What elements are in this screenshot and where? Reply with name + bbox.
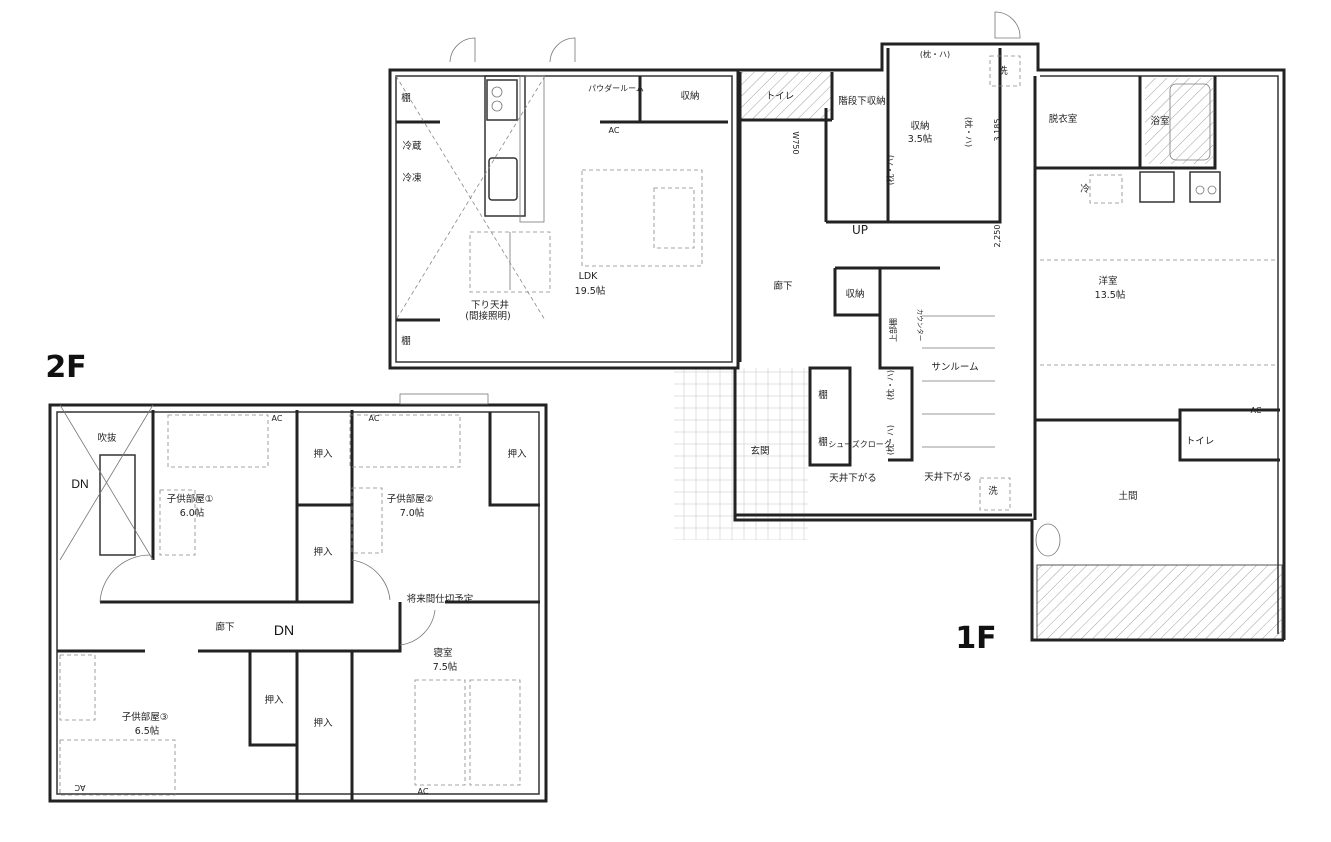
floor-2f: 吹抜 DN 子供部屋① 6.0帖 AC AC 押入 押入 子供部屋② 7.0帖 … [45,350,548,803]
ceiling-lower-label: 天井下がる [924,471,972,483]
pillow-label: (枕・ハ) [964,117,974,147]
fixtures-2f [59,404,521,796]
ac-label: AC [272,414,283,423]
walls-2f [48,393,548,803]
washer-label: 洗 [988,485,998,497]
under-stairs-storage-label: 階段下収納 [838,95,886,107]
shoe-closet-label: シューズクローク [828,439,892,449]
floor-2f-title: 2F [45,350,86,385]
powder-room-label: パウダールーム [588,83,644,93]
dressing-room-label: 脱衣室 [1049,113,1078,125]
closet-label: 押入 [507,448,527,460]
counter-label: カウンター [916,309,925,342]
closet-label: 押入 [313,546,333,558]
refrigerator-label: 冷 [1080,183,1090,195]
upper-shelf-label: 上部棚 [888,318,898,342]
ac-label: AC [418,787,429,796]
labels-1f: 棚 冷蔵 冷凍 棚 パウダールーム 収納 AC トイレ 階段下収納 W750 L… [401,49,1262,502]
storage-size: 3.5帖 [908,133,933,145]
w750-label: W750 [791,131,800,154]
lowered-ceiling-label: 下り天井 [471,299,509,311]
bedroom-size: 7.5帖 [433,661,458,673]
closet-label: 押入 [313,717,333,729]
child-room-3-label: 子供部屋③ [122,711,169,723]
pillow-label: (枕・ハ) [885,425,895,455]
toilet-hatch [740,72,832,120]
parking-hatch [1036,564,1283,641]
storage-label: 収納 [910,120,929,132]
ceiling-lower-label: 天井下がる [829,472,877,484]
ldk-size: 19.5帖 [575,285,606,297]
hallway-label: 廊下 [773,280,792,292]
floor-1f-title: 1F [955,621,996,656]
pillow-label: (枕・ハ) [885,370,895,400]
bath-hatch [1145,78,1213,164]
storage-label: 収納 [845,288,864,300]
ac-label: AC [1251,406,1262,415]
child-room-2-size: 7.0帖 [400,507,425,519]
shelf-label: 棚 [401,335,411,347]
ac-label: AC [74,783,85,792]
sunroom-label: サンルーム [931,362,978,373]
child-room-1-label: 子供部屋① [167,493,214,505]
child-room-1-size: 6.0帖 [180,507,205,519]
fixtures-1f [395,11,1278,557]
closet-label: 押入 [264,694,284,706]
closet-label: 押入 [313,448,333,460]
ldk-label: LDK [579,271,599,282]
future-partition-label: 将来間仕切予定 [407,593,474,605]
western-room-size: 13.5帖 [1095,289,1126,301]
dn-label: DN [274,622,294,638]
storage-label: 収納 [680,90,699,102]
western-room-label: 洋室 [1098,275,1117,287]
toilet-label: トイレ [766,91,795,102]
labels-2f: 吹抜 DN 子供部屋① 6.0帖 AC AC 押入 押入 子供部屋② 7.0帖 … [71,414,527,796]
shelf-label: 棚 [401,92,411,104]
floor-1f: 棚 冷蔵 冷凍 棚 パウダールーム 収納 AC トイレ 階段下収納 W750 L… [388,11,1286,656]
dimension-label: 2,250 [993,225,1002,248]
freezer-label: 冷凍 [402,172,422,184]
child-room-2-label: 子供部屋② [387,493,434,505]
atrium-label: 吹抜 [97,432,117,444]
dimension-label: 3,185 [993,119,1002,142]
entrance-tiles [674,368,808,540]
fridge-label: 冷蔵 [402,140,422,152]
pillow-label: (枕・ハ) [920,49,950,59]
shelf-label: 棚 [818,436,828,448]
dn-label: DN [71,477,88,491]
ac-label: AC [609,126,620,135]
walls-1f [388,42,1286,642]
pillow-label: (枕・ハ) [885,155,895,185]
child-room-3-size: 6.5帖 [135,725,160,737]
ac-label: AC [369,414,380,423]
up-label: UP [852,223,868,237]
washer-label: 洗 [998,65,1008,77]
bedroom-label: 寝室 [433,647,452,659]
doma-label: 土間 [1118,490,1137,502]
hallway-label: 廊下 [215,621,234,633]
indirect-lighting-label: (間接照明) [465,310,510,322]
shelf-label: 棚 [818,389,828,401]
entrance-label: 玄関 [750,445,769,457]
toilet-label: トイレ [1186,436,1215,447]
bathroom-label: 浴室 [1150,115,1169,127]
